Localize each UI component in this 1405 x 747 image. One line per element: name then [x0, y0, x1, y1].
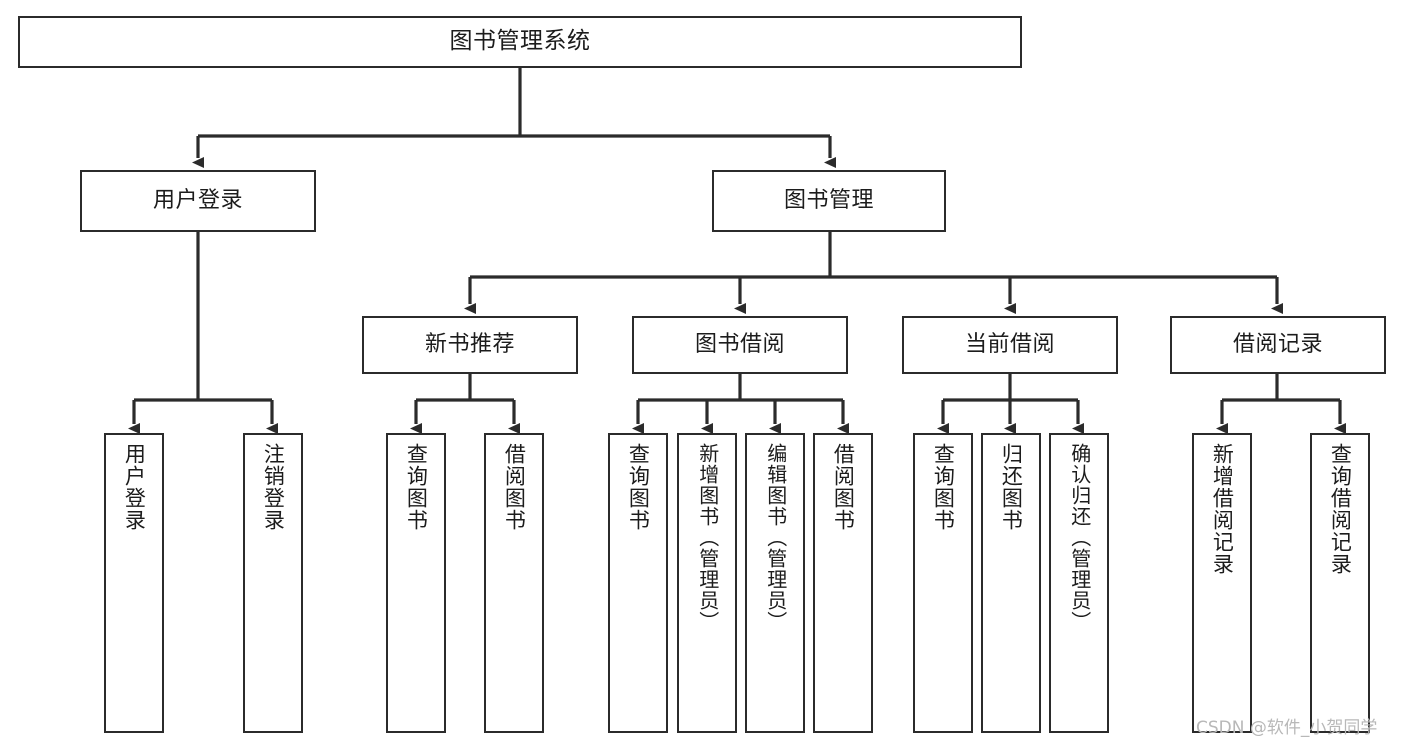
node-current-borrow[interactable]: 当前借阅	[902, 316, 1118, 374]
node-leaf-query-book-borrow-label: 查询图书	[626, 443, 651, 531]
node-leaf-borrow-book-new-label: 借阅图书	[502, 443, 527, 531]
node-leaf-query-book-new[interactable]: 查询图书	[386, 433, 446, 733]
node-leaf-query-book-new-label: 查询图书	[404, 443, 429, 531]
node-leaf-query-borrow-record[interactable]: 查询借阅记录	[1310, 433, 1370, 733]
node-leaf-add-borrow-record-label: 新增借阅记录	[1210, 443, 1235, 575]
node-book-management-label: 图书管理	[783, 188, 874, 214]
node-borrow-record-label: 借阅记录	[1232, 332, 1323, 358]
node-leaf-user-login[interactable]: 用户登录	[104, 433, 164, 733]
node-new-book-recommend[interactable]: 新书推荐	[362, 316, 578, 374]
node-leaf-edit-book-admin[interactable]: 编辑图书（管理员）	[745, 433, 805, 733]
csdn-watermark: CSDN @软件_小贺同学	[1196, 718, 1378, 738]
node-leaf-query-borrow-record-label: 查询借阅记录	[1328, 443, 1353, 575]
node-book-borrow-label: 图书借阅	[694, 332, 785, 358]
node-book-management[interactable]: 图书管理	[712, 170, 946, 232]
node-root-label: 图书管理系统	[449, 28, 591, 55]
node-leaf-confirm-return-admin-label: 确认归还（管理员）	[1067, 443, 1092, 632]
node-current-borrow-label: 当前借阅	[964, 332, 1055, 358]
node-user-login-label: 用户登录	[152, 188, 243, 214]
node-leaf-edit-book-admin-label: 编辑图书（管理员）	[763, 443, 788, 632]
node-root[interactable]: 图书管理系统	[18, 16, 1022, 68]
node-borrow-record[interactable]: 借阅记录	[1170, 316, 1386, 374]
node-leaf-logout[interactable]: 注销登录	[243, 433, 303, 733]
node-user-login[interactable]: 用户登录	[80, 170, 316, 232]
node-leaf-query-book-borrow[interactable]: 查询图书	[608, 433, 668, 733]
node-leaf-user-login-label: 用户登录	[122, 443, 147, 531]
node-leaf-add-borrow-record[interactable]: 新增借阅记录	[1192, 433, 1252, 733]
node-leaf-add-book-admin-label: 新增图书（管理员）	[695, 443, 720, 632]
node-leaf-borrow-book[interactable]: 借阅图书	[813, 433, 873, 733]
node-leaf-return-book-label: 归还图书	[999, 443, 1024, 531]
node-leaf-query-book-current-label: 查询图书	[931, 443, 956, 531]
node-leaf-query-book-current[interactable]: 查询图书	[913, 433, 973, 733]
node-leaf-borrow-book-label: 借阅图书	[831, 443, 856, 531]
node-leaf-confirm-return-admin[interactable]: 确认归还（管理员）	[1049, 433, 1109, 733]
node-leaf-return-book[interactable]: 归还图书	[981, 433, 1041, 733]
node-new-book-recommend-label: 新书推荐	[424, 332, 515, 358]
node-book-borrow[interactable]: 图书借阅	[632, 316, 848, 374]
node-leaf-add-book-admin[interactable]: 新增图书（管理员）	[677, 433, 737, 733]
node-leaf-borrow-book-new[interactable]: 借阅图书	[484, 433, 544, 733]
node-leaf-logout-label: 注销登录	[261, 443, 286, 531]
